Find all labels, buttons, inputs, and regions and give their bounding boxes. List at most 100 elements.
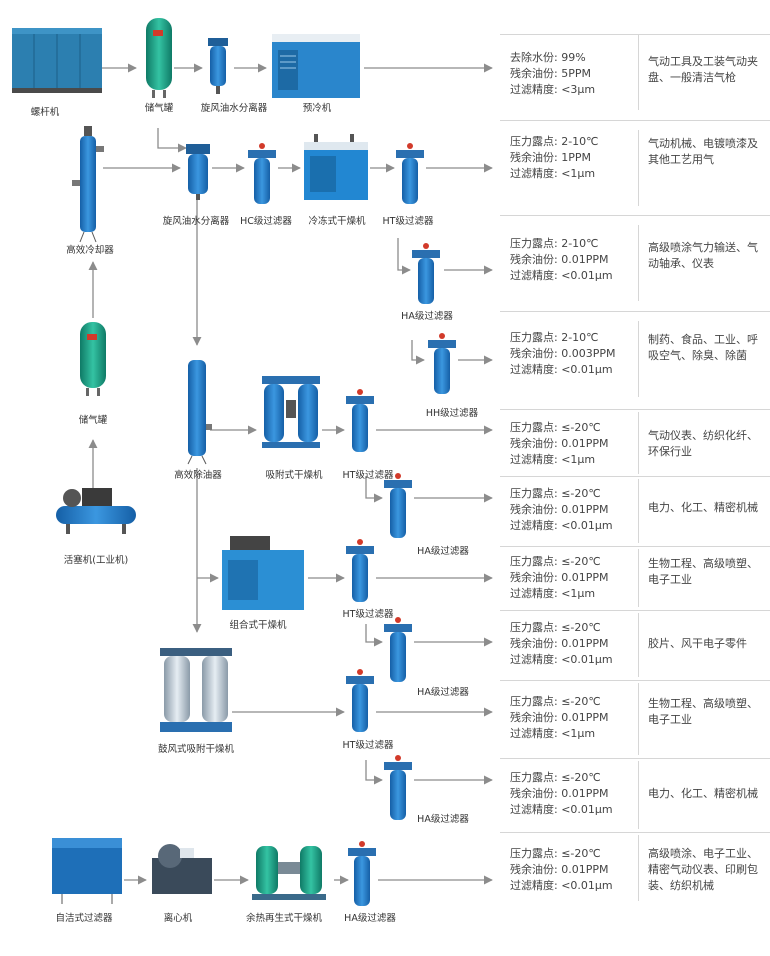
label-ha-filter: HA级过滤器	[401, 311, 453, 322]
column-divider	[638, 835, 639, 901]
air-tank-icon	[146, 18, 172, 98]
piston-compressor-icon	[56, 488, 136, 534]
output-application-1: 气动工具及工装气动夹盘、一般清洁气枪	[648, 55, 758, 84]
ht-filter-icon	[396, 143, 424, 204]
label-centrifugal-compressor: 离心机	[163, 913, 193, 924]
label-screw-compressor: 螺杆机	[30, 107, 60, 118]
label-ha-filter-2: HA级过滤器	[417, 546, 469, 557]
column-divider	[638, 130, 639, 206]
combined-dryer-icon	[222, 536, 304, 610]
label-self-clean-filter: 自洁式过滤器	[55, 913, 113, 924]
output-application-5: 气动仪表、纺织化纤、环保行业	[648, 429, 758, 458]
output-application-11: 高级喷涂、电子工业、精密气动仪表、印刷包装、纺织机械	[648, 847, 758, 892]
label-hc-filter: HC级过滤器	[240, 216, 292, 227]
column-divider	[638, 479, 639, 543]
label-cyclone-separator: 旋风油水分离器	[200, 103, 268, 114]
table-divider	[500, 120, 770, 121]
output-application-7: 生物工程、高级喷塑、电子工业	[648, 557, 758, 586]
output-application-8: 胶片、风干电子零件	[648, 637, 747, 650]
flow-lines	[88, 63, 493, 885]
label-air-tank: 储气罐	[144, 103, 174, 114]
ha-filter-icon	[384, 617, 412, 682]
column-divider	[638, 321, 639, 397]
table-divider	[500, 409, 770, 410]
column-divider	[638, 613, 639, 677]
label-piston-compressor: 活塞机(工业机)	[63, 555, 129, 566]
adsorption-dryer-icon	[262, 376, 320, 448]
blower-dryer-icon	[160, 648, 232, 732]
centrifugal-compressor-icon	[152, 844, 212, 894]
output-application-2: 气动机械、电镀喷漆及其他工艺用气	[648, 137, 758, 166]
column-divider	[638, 225, 639, 301]
table-divider	[500, 610, 770, 611]
label-ha-filter-5: HA级过滤器	[344, 913, 396, 924]
precooler-icon	[272, 34, 360, 98]
label-ht-filter: HT级过滤器	[382, 216, 434, 227]
table-divider	[500, 832, 770, 833]
output-application-10: 电力、化工、精密机械	[648, 787, 758, 800]
ha-filter-icon	[412, 243, 440, 304]
label-refrigerated-dryer: 冷冻式干燥机	[308, 216, 366, 227]
column-divider	[638, 34, 639, 110]
label-ht-filter-3: HT级过滤器	[342, 609, 394, 620]
output-application-4: 制药、食品、工业、呼吸空气、除臭、除菌	[648, 333, 758, 362]
ha-filter-icon	[384, 755, 412, 820]
hh-filter-icon	[428, 333, 456, 394]
table-divider	[500, 476, 770, 477]
label-precooler: 预冷机	[302, 103, 332, 114]
table-divider	[500, 546, 770, 547]
hc-filter-icon	[248, 143, 276, 204]
label-ht-filter-2: HT级过滤器	[342, 470, 394, 481]
label-blower-dryer: 鼓风式吸附干燥机	[157, 744, 235, 755]
air-tank-icon	[80, 322, 106, 396]
label-cyclone-separator-2: 旋风油水分离器	[162, 216, 230, 227]
ha-filter-icon	[348, 841, 376, 906]
heat-regen-dryer-icon	[252, 846, 326, 900]
label-ha-filter-4: HA级过滤器	[417, 814, 469, 825]
ht-filter-icon	[346, 669, 374, 732]
output-application-3: 高级喷涂气力输送、气动轴承、仪表	[648, 241, 758, 270]
column-divider	[638, 761, 639, 829]
cyclone-separator-icon	[208, 38, 228, 94]
column-divider	[638, 412, 639, 474]
label-oil-remover: 高效除油器	[174, 470, 222, 481]
ha-filter-icon	[384, 473, 412, 538]
table-divider	[500, 758, 770, 759]
table-divider	[500, 34, 770, 35]
label-adsorption-dryer: 吸附式干燥机	[265, 470, 323, 481]
label-ha-filter-3: HA级过滤器	[417, 687, 469, 698]
table-divider	[500, 215, 770, 216]
oil-remover-icon	[187, 360, 212, 465]
ht-filter-icon	[346, 389, 374, 452]
self-clean-filter-icon	[52, 838, 122, 904]
output-application-9: 生物工程、高级喷塑、电子工业	[648, 697, 758, 726]
efficient-cooler-icon	[72, 126, 104, 243]
label-heat-regen-dryer: 余热再生式干燥机	[245, 913, 323, 924]
output-application-6: 电力、化工、精密机械	[648, 501, 758, 514]
label-hh-filter: HH级过滤器	[425, 408, 479, 419]
column-divider	[638, 683, 639, 755]
table-divider	[500, 311, 770, 312]
refrigerated-dryer-icon	[304, 134, 368, 200]
label-combined-dryer: 组合式干燥机	[229, 620, 287, 631]
label-ht-filter-4: HT级过滤器	[342, 740, 394, 751]
ht-filter-icon	[346, 539, 374, 602]
table-divider	[500, 680, 770, 681]
label-air-tank-2: 储气罐	[78, 415, 108, 426]
cyclone-separator-icon	[186, 144, 210, 200]
screw-compressor-icon	[12, 28, 102, 93]
label-efficient-cooler: 高效冷却器	[66, 245, 114, 256]
column-divider	[638, 549, 639, 607]
